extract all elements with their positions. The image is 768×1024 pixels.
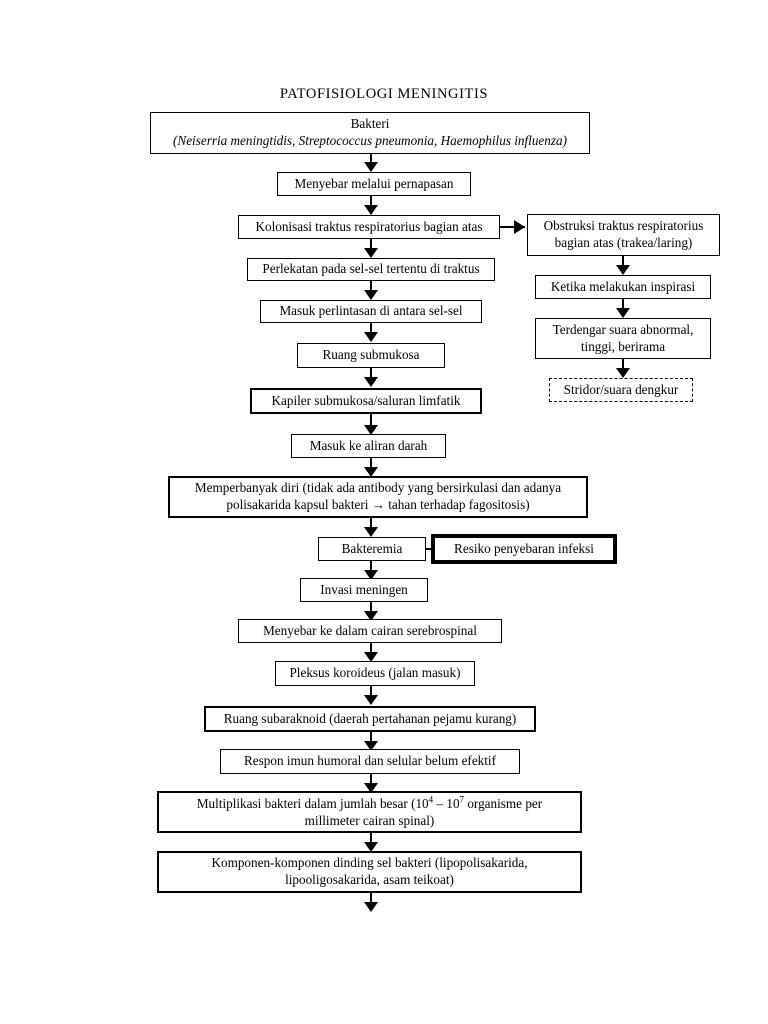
node-respon-imun-label: Respon imun humoral dan selular belum ef… (244, 753, 496, 769)
node-bakteri-line1: Bakteri (350, 116, 390, 132)
connector-bakteri-menyebar (370, 154, 372, 163)
arrowhead-bakteremia-invasi (364, 570, 378, 580)
node-multiplikasi-exp-low: 4 (428, 794, 434, 805)
connector-obstruksi-ketika (622, 256, 624, 267)
node-resiko-penyebaran-label: Resiko penyebaran infeksi (454, 540, 594, 556)
node-obstruksi-line2: bagian atas (trakea/laring) (554, 235, 693, 250)
node-multiplikasi-line1-b: – 10 (433, 795, 460, 811)
connector-bakteremia-invasi (370, 561, 372, 572)
arrowhead-perlekatan-masuk (364, 290, 378, 300)
node-bakteri-line2: (Neiserria meningtidis, Streptococcus pn… (173, 133, 567, 148)
node-multiplikasi[interactable]: Multiplikasi bakteri dalam jumlah besar … (157, 791, 582, 833)
node-ruang-submukosa-label: Ruang submukosa (322, 347, 420, 363)
node-kapiler[interactable]: Kapiler submukosa/saluran limfatik (250, 388, 482, 414)
arrowhead-aliran-memperbanyak (364, 467, 378, 477)
node-multiplikasi-line1: Multiplikasi bakteri dalam jumlah besar … (196, 794, 543, 811)
node-serebrospinal-label: Menyebar ke dalam cairan serebrospinal (263, 622, 477, 638)
connector-perlekatan-masuk (370, 281, 372, 292)
connector-komponen-next (370, 893, 372, 904)
node-komponen-line2: lipooligosakarida, asam teikoat) (285, 872, 454, 887)
node-menyebar-pernapasan[interactable]: Menyebar melalui pernapasan (277, 172, 471, 196)
node-ruang-submukosa[interactable]: Ruang submukosa (297, 343, 445, 368)
connector-aliran-memperbanyak (370, 458, 372, 469)
node-multiplikasi-line1-c: organisme per (464, 795, 543, 811)
node-serebrospinal[interactable]: Menyebar ke dalam cairan serebrospinal (238, 619, 502, 643)
node-aliran-darah-label: Masuk ke aliran darah (309, 437, 428, 453)
arrowhead-memperbanyak-bakteremia (364, 527, 378, 537)
node-komponen-line1: Komponen-komponen dinding sel bakteri (l… (211, 855, 528, 871)
node-invasi-meningen[interactable]: Invasi meningen (300, 578, 428, 602)
node-ruang-subaraknoid-label: Ruang subaraknoid (daerah pertahanan pej… (223, 710, 517, 726)
node-pleksus-koroideus[interactable]: Pleksus koroideus (jalan masuk) (275, 661, 475, 686)
arrowhead-invasi-serebrospinal (364, 611, 378, 621)
arrowhead-subaraknoid-respon (364, 741, 378, 751)
node-respon-imun[interactable]: Respon imun humoral dan selular belum ef… (220, 749, 520, 774)
arrowhead-kolonisasi-perlekatan (364, 248, 378, 258)
node-terdengar-suara-line1: Terdengar suara abnormal, (552, 321, 694, 337)
node-multiplikasi-exp-high: 7 (459, 794, 465, 805)
node-invasi-meningen-label: Invasi meningen (320, 581, 408, 597)
node-perlekatan-label: Perlekatan pada sel-sel tertentu di trak… (262, 261, 480, 277)
connector-terdengar-stridor (622, 359, 624, 370)
arrowhead-terdengar-stridor (616, 368, 630, 378)
connector-ketika-terdengar (622, 299, 624, 310)
node-resiko-penyebaran[interactable]: Resiko penyebaran infeksi (431, 534, 617, 564)
arrowhead-kolonisasi-obstruksi (514, 220, 525, 234)
connector-menyebar-kolonisasi (370, 196, 372, 207)
node-terdengar-suara[interactable]: Terdengar suara abnormal, tinggi, berira… (535, 318, 711, 359)
node-aliran-darah[interactable]: Masuk ke aliran darah (291, 434, 446, 458)
connector-pleksus-subaraknoid (370, 686, 372, 697)
node-memperbanyak[interactable]: Memperbanyak diri (tidak ada antibody ya… (168, 476, 588, 518)
node-stridor-label: Stridor/suara dengkur (563, 381, 679, 397)
node-masuk-perlintasan-label: Masuk perlintasan di antara sel-sel (279, 303, 463, 319)
node-pleksus-koroideus-label: Pleksus koroideus (jalan masuk) (289, 665, 461, 681)
arrowhead-ruang-kapiler (364, 377, 378, 387)
node-ketika-inspirasi-label: Ketika melakukan inspirasi (550, 278, 696, 294)
connector-ruang-kapiler (370, 368, 372, 379)
connector-multiplikasi-komponen (370, 833, 372, 844)
page-title: PATOFISIOLOGI MENINGITIS (279, 86, 489, 102)
connector-kapiler-aliran (370, 414, 372, 427)
node-ketika-inspirasi[interactable]: Ketika melakukan inspirasi (535, 275, 711, 299)
arrowhead-komponen-next (364, 902, 378, 912)
node-kapiler-label: Kapiler submukosa/saluran limfatik (271, 392, 461, 408)
node-multiplikasi-line1-a: Multiplikasi bakteri dalam jumlah besar … (196, 795, 429, 811)
node-perlekatan[interactable]: Perlekatan pada sel-sel tertentu di trak… (247, 258, 495, 281)
node-obstruksi-line1: Obstruksi traktus respiratorius (543, 218, 704, 234)
arrowhead-kapiler-aliran (364, 425, 378, 435)
connector-memperbanyak-bakteremia (370, 518, 372, 529)
node-ruang-subaraknoid[interactable]: Ruang subaraknoid (daerah pertahanan pej… (204, 706, 536, 732)
connector-masuk-ruang (370, 323, 372, 334)
arrowhead-menyebar-kolonisasi (364, 205, 378, 215)
node-bakteri[interactable]: Bakteri (Neiserria meningtidis, Streptoc… (150, 112, 590, 154)
node-memperbanyak-line2: polisakarida kapsul bakteri → tahan terh… (226, 497, 530, 512)
node-bakteremia[interactable]: Bakteremia (318, 537, 426, 561)
arrowhead-obstruksi-ketika (616, 265, 630, 275)
connector-invasi-serebrospinal (370, 602, 372, 613)
arrowhead-multiplikasi-komponen (364, 842, 378, 852)
node-masuk-perlintasan[interactable]: Masuk perlintasan di antara sel-sel (260, 300, 482, 323)
arrowhead-bakteri-menyebar (364, 162, 378, 172)
connector-kolonisasi-obstruksi (500, 226, 525, 228)
node-komponen-dinding-sel[interactable]: Komponen-komponen dinding sel bakteri (l… (157, 851, 582, 893)
arrowhead-pleksus-subaraknoid (364, 695, 378, 705)
node-kolonisasi-label: Kolonisasi traktus respiratorius bagian … (255, 218, 483, 234)
node-kolonisasi[interactable]: Kolonisasi traktus respiratorius bagian … (238, 215, 500, 239)
connector-subaraknoid-respon (370, 732, 372, 743)
node-obstruksi[interactable]: Obstruksi traktus respiratorius bagian a… (527, 214, 720, 256)
arrowhead-respon-multiplikasi (364, 783, 378, 793)
node-stridor[interactable]: Stridor/suara dengkur (549, 378, 693, 402)
connector-kolonisasi-perlekatan (370, 239, 372, 250)
node-terdengar-suara-line2: tinggi, berirama (580, 338, 666, 354)
node-menyebar-pernapasan-label: Menyebar melalui pernapasan (294, 175, 454, 191)
connector-serebrospinal-pleksus (370, 643, 372, 654)
arrowhead-ketika-terdengar (616, 308, 630, 318)
node-multiplikasi-line2: millimeter cairan spinal) (304, 812, 435, 828)
arrowhead-masuk-ruang (364, 332, 378, 342)
arrowhead-serebrospinal-pleksus (364, 652, 378, 662)
connector-respon-multiplikasi (370, 774, 372, 785)
node-bakteremia-label: Bakteremia (341, 540, 403, 556)
node-memperbanyak-line1: Memperbanyak diri (tidak ada antibody ya… (194, 480, 562, 496)
